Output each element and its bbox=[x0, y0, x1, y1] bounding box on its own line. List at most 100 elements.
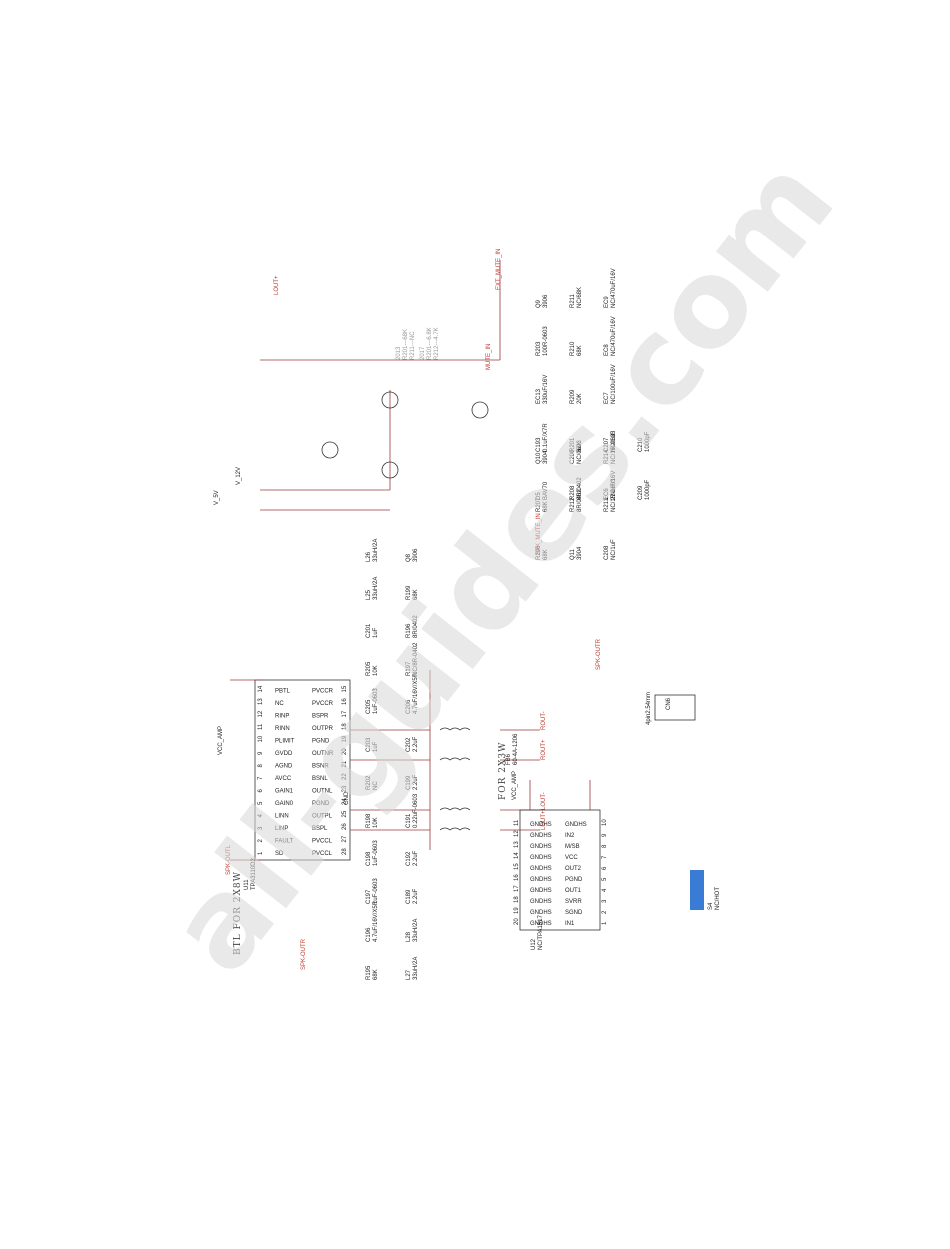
u11-pin-name: OUTNR bbox=[312, 751, 334, 757]
component-ref: C193 bbox=[536, 437, 542, 452]
u11-part: TPA3110D2 bbox=[251, 858, 257, 890]
component-ref: C191 bbox=[406, 813, 412, 828]
component-ref: Q10 bbox=[536, 452, 542, 464]
component-ref: R206 bbox=[536, 545, 542, 560]
u12-pin-name: GNDHS bbox=[565, 822, 587, 828]
component-value: 3904 bbox=[577, 546, 583, 560]
component-value: 330uF/16V bbox=[543, 375, 549, 404]
u11-pin-num: 2 bbox=[258, 839, 264, 843]
component-value: 4.7uF/16V/X5R bbox=[373, 900, 379, 942]
spk-mute-label: SPK_MUTE_IN bbox=[536, 513, 542, 555]
u12-pin-num: 4 bbox=[602, 888, 608, 892]
u11-pin-num: 20 bbox=[342, 748, 348, 755]
note-2: R201---68K bbox=[403, 329, 409, 360]
component-value: 68K bbox=[543, 549, 549, 560]
component-ref: R205 bbox=[366, 661, 372, 676]
u12-pin-num: 12 bbox=[514, 830, 520, 837]
u11-left-pins: SD1FAULT2LINP3LINN4GAIN05GAIN16AVCC7AGND… bbox=[258, 685, 295, 857]
component-ref: L25 bbox=[366, 589, 372, 600]
u12-pin-name: GNDHS bbox=[530, 822, 552, 828]
u12-pin-num: 9 bbox=[602, 833, 608, 837]
u12-pin-num: 13 bbox=[514, 841, 520, 848]
u11-gnd: GND bbox=[344, 791, 350, 805]
rout-p: ROUT+ bbox=[541, 739, 547, 760]
component-ref: C203 bbox=[366, 737, 372, 752]
component-ref: EC7 bbox=[604, 392, 610, 404]
u12-pin-name: SGND bbox=[565, 910, 583, 916]
component-value: NC/470uF/16V bbox=[611, 316, 617, 356]
component-value: 33uH/2A bbox=[413, 957, 419, 980]
inductor-l27 bbox=[439, 757, 471, 761]
u12-pin-num: 18 bbox=[514, 896, 520, 903]
component-value: 1uF bbox=[373, 627, 379, 638]
component-ref: Q9 bbox=[536, 299, 542, 308]
transistor-q8 bbox=[321, 441, 339, 459]
component-ref: C192 bbox=[406, 851, 412, 866]
u11-pin-name: OUTNL bbox=[312, 789, 333, 795]
u11-pin-name: PLIMIT bbox=[275, 739, 295, 745]
spk-outl-label: SPK-OUTL bbox=[226, 844, 232, 875]
note-6: R212---4.7K bbox=[434, 327, 440, 360]
v5-label: V_5V bbox=[214, 490, 220, 505]
inductor-l28 bbox=[439, 727, 471, 731]
u11-pin-num: 19 bbox=[342, 735, 348, 742]
component-ref: C200 bbox=[570, 449, 576, 464]
component-ref: EC13 bbox=[536, 388, 542, 404]
component-value: 8R/0402 bbox=[413, 615, 419, 638]
lout-p-label: LOUT+ bbox=[274, 275, 280, 295]
component-ref: C207 bbox=[604, 437, 610, 452]
component-value: 1uF-0603 bbox=[373, 688, 379, 714]
component-ref: L28 bbox=[406, 931, 412, 942]
u11-pin-name: RINP bbox=[275, 714, 289, 720]
component-ref: L27 bbox=[406, 969, 412, 980]
inductor-l25 bbox=[439, 827, 471, 831]
connector-cn6[interactable] bbox=[654, 694, 696, 721]
u11-pin-num: 15 bbox=[342, 685, 348, 692]
transistor-q11 bbox=[471, 401, 489, 419]
rotated-schematic: BTL FOR 2X8W U11 TPA3110D2 SD1FAULT2LINP… bbox=[214, 249, 721, 980]
note-4: 2017 bbox=[420, 346, 426, 360]
u12-pin-num: 17 bbox=[514, 885, 520, 892]
component-ref: R198 bbox=[366, 813, 372, 828]
u11-pin-name: OUTPL bbox=[312, 814, 333, 820]
component-ref: C208 bbox=[604, 545, 610, 560]
lout-n: LOUT- bbox=[541, 792, 547, 810]
ext-mute-label: EXT_MUTE_IN bbox=[496, 249, 502, 290]
u12-pin-num: 11 bbox=[514, 819, 520, 826]
u12-pin-name: GNDHS bbox=[530, 855, 552, 861]
u12-pin-name: OUT1 bbox=[565, 888, 582, 894]
u11-pin-num: 23 bbox=[342, 785, 348, 792]
u11-pin-num: 14 bbox=[258, 685, 264, 692]
vcc-amp-2: VCC_AMP bbox=[512, 771, 518, 800]
component-ref: Q8 bbox=[406, 553, 412, 562]
u12-pin-name: GNDHS bbox=[530, 888, 552, 894]
mute-circuit: V_5V V_12V EXT_MUTE_IN MUTE_IN SPK_MUTE_… bbox=[214, 249, 542, 555]
spk-outr-label: SPK-OUTR bbox=[301, 938, 307, 970]
component-value: NC/0603 bbox=[577, 440, 583, 464]
v12-label: V_12V bbox=[236, 467, 242, 485]
component-ref: D5 bbox=[536, 492, 542, 500]
component-ref: R197 bbox=[406, 661, 412, 676]
u11-pin-name: OUTPR bbox=[312, 726, 334, 732]
switch-s4[interactable] bbox=[690, 870, 704, 910]
component-ref: R209 bbox=[570, 389, 576, 404]
component-ref: R210 bbox=[570, 341, 576, 356]
u11-pin-name: LINP bbox=[275, 826, 288, 832]
u11-pin-name: PGND bbox=[312, 801, 330, 807]
component-ref: R207 bbox=[536, 497, 542, 512]
u12-pin-name: GNDHS bbox=[530, 899, 552, 905]
